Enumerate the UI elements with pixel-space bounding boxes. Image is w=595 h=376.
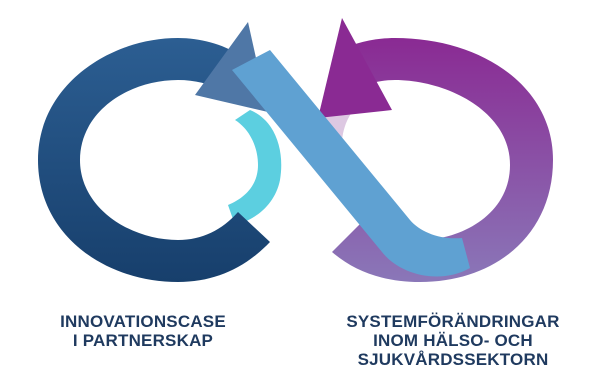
left-loop [38, 38, 270, 282]
caption-innovationscase: INNOVATIONSCASE I PARTNERSKAP [18, 312, 268, 350]
caption-left-line-2: I PARTNERSKAP [72, 331, 214, 350]
caption-right-line-3: SJUKVÅRDSSEKTORN [357, 350, 549, 369]
infinity-cycle-diagram [38, 18, 553, 282]
caption-systemforandringar: SYSTEMFÖRÄNDRINGAR INOM HÄLSO- OCH SJUKV… [318, 312, 588, 369]
right-arrow-head [318, 18, 392, 118]
center-crossing-band [232, 50, 470, 277]
caption-right-line-2: INOM HÄLSO- OCH [373, 331, 533, 350]
right-loop [332, 38, 553, 282]
left-inner-teal-highlight [228, 110, 282, 225]
caption-right-line-1: SYSTEMFÖRÄNDRINGAR [346, 312, 560, 331]
caption-left-line-1: INNOVATIONSCASE [60, 312, 226, 331]
